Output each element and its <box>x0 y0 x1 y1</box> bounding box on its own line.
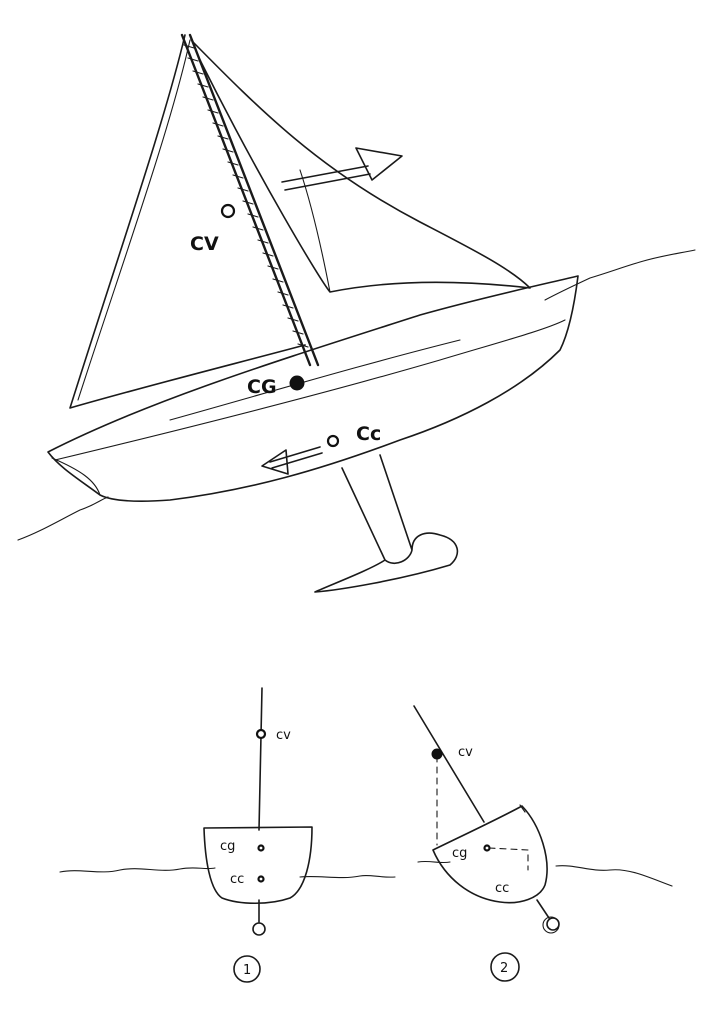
cc-label-fig2: cc <box>495 881 509 896</box>
hull <box>47 275 579 502</box>
hull-force-arrow <box>261 446 323 475</box>
mast-fig1 <box>258 687 263 831</box>
water-surface-fig1 <box>59 867 396 879</box>
water-surface-main <box>17 249 696 541</box>
cg-cc-projection-line <box>488 847 529 871</box>
cc-point-main <box>326 434 340 448</box>
figure-2-heeled: cv cg cc 2 <box>413 705 673 982</box>
cv-label-main: CV <box>190 233 219 255</box>
sail-force-arrow <box>281 147 403 191</box>
cv-point-fig2 <box>431 748 443 760</box>
main-sailboat: CV CG Cc <box>17 33 696 593</box>
cg-point-fig2 <box>483 844 491 852</box>
water-surface-fig2 <box>417 860 673 887</box>
figure-1-upright: cv cg cc 1 <box>59 687 396 983</box>
figure-number-circle-1 <box>233 955 261 983</box>
cg-label-fig2: cg <box>452 846 467 861</box>
cg-point-fig1 <box>257 844 265 852</box>
keel-bulb-fig1 <box>252 922 266 936</box>
cv-point-main <box>220 203 236 219</box>
cv-label-fig2: cv <box>458 745 473 760</box>
mast <box>180 33 320 367</box>
cv-point-fig1 <box>255 728 267 740</box>
cc-label-fig1: cc <box>230 872 244 887</box>
figure-number-circle-2 <box>490 952 520 982</box>
mainsail <box>69 34 306 409</box>
cc-point-fig1 <box>257 875 265 883</box>
figure-number-2: 2 <box>500 961 508 976</box>
figure-number-1: 1 <box>243 963 251 978</box>
cv-label-fig1: cv <box>276 728 291 743</box>
cg-label-fig1: cg <box>220 839 235 854</box>
keel <box>314 454 459 593</box>
cg-label-main: CG <box>247 376 277 398</box>
mast-fig2 <box>413 705 485 823</box>
hull-fig2 <box>432 805 548 904</box>
cg-point-main <box>289 375 305 391</box>
cc-label-main: Cc <box>356 423 381 445</box>
